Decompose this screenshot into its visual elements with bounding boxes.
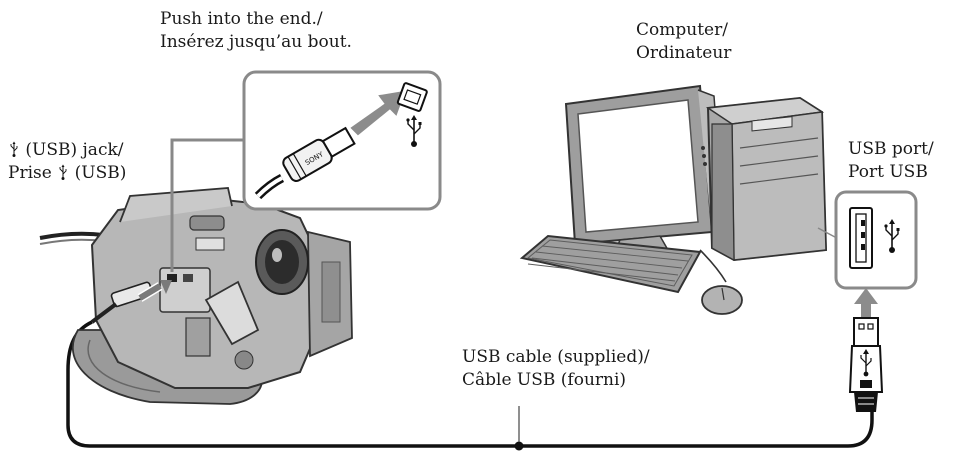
usb-a-plug — [848, 317, 884, 412]
usb-jack-icon-2 — [57, 163, 69, 183]
zoom-leader-line — [170, 138, 244, 272]
usb-jack-icon — [8, 140, 20, 159]
usb-port-icon — [884, 219, 900, 253]
cable-ferrite-marker — [514, 441, 524, 451]
usb-cable-label: USB cable (supplied)/ Câble USB (fourni) — [462, 347, 650, 390]
zoom-detail-box: SONY — [242, 70, 442, 211]
insert-arrow-up — [854, 288, 878, 318]
usb-jack-label: (USB) jack/ Prise (USB) — [8, 140, 127, 183]
computer-label: Computer/ Ordinateur — [636, 20, 732, 63]
usb-icon — [406, 115, 422, 147]
computer — [519, 84, 828, 315]
push-instruction-label: Push into the end./ Insérez jusqu’au bou… — [160, 9, 352, 52]
usb-port-detail — [834, 190, 918, 290]
usb-port-label: USB port/ Port USB — [848, 139, 934, 182]
camcorder — [39, 187, 353, 405]
